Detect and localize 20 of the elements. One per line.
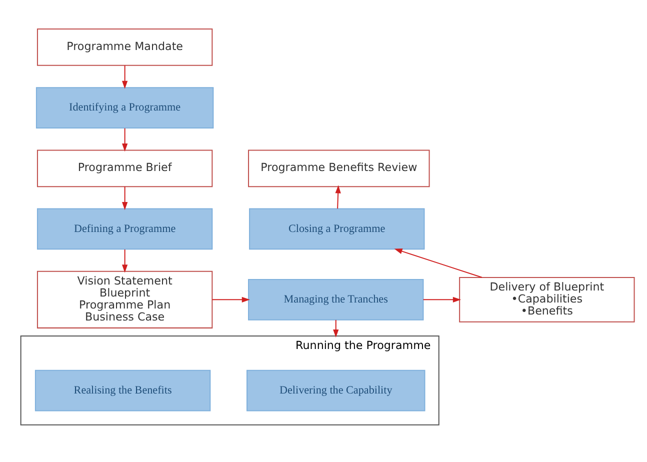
node-box: Defining a Programme	[36, 208, 213, 250]
arrow	[212, 296, 250, 302]
arrow	[335, 185, 341, 209]
arrow	[122, 249, 128, 273]
arrow	[423, 296, 462, 302]
node-box: Delivery of Blueprint •Capabilities •Benefits	[459, 276, 635, 322]
arrow	[122, 186, 128, 210]
node-box: Programme Mandate	[36, 28, 213, 66]
node-box: Programme Benefits Review	[248, 150, 430, 188]
arrow	[122, 128, 128, 152]
arrow	[122, 65, 128, 89]
node-box: Closing a Programme	[249, 208, 425, 250]
node-box: Realising the Benefits	[34, 370, 211, 412]
node-box: Programme Brief	[36, 150, 213, 188]
arrow	[333, 320, 339, 338]
node-box: Managing the Tranches	[248, 278, 424, 320]
node-box: Identifying a Programme	[36, 87, 214, 128]
node-box: Delivering the Capability	[246, 370, 426, 412]
arrow	[394, 248, 482, 278]
node-box: Vision Statement Blueprint Programme Plan Business Case	[36, 270, 213, 328]
